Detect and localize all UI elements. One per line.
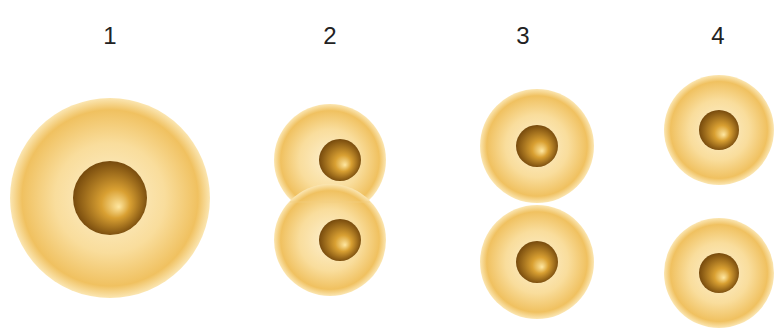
nucleus xyxy=(516,125,558,167)
cytoplasm xyxy=(480,205,594,319)
cell-stage-3 xyxy=(480,89,594,319)
stage-number: 4 xyxy=(711,24,724,48)
nucleus xyxy=(516,241,558,283)
division-furrow xyxy=(290,202,370,203)
nucleus xyxy=(699,110,739,150)
stage-number: 2 xyxy=(323,24,336,48)
cytoplasm xyxy=(480,89,594,203)
stage-number: 3 xyxy=(516,24,529,48)
nucleus xyxy=(73,161,147,235)
cytoplasm xyxy=(274,184,386,296)
cell-stage-2 xyxy=(274,104,386,296)
cytoplasm xyxy=(664,75,774,185)
cell-stage-1 xyxy=(10,98,210,298)
nucleus xyxy=(319,219,361,261)
nucleus xyxy=(699,253,739,293)
nucleus xyxy=(319,139,361,181)
cytoplasm xyxy=(10,98,210,298)
stage-number: 1 xyxy=(103,24,116,48)
cell-stage-4 xyxy=(664,75,774,328)
cytoplasm xyxy=(664,218,774,328)
